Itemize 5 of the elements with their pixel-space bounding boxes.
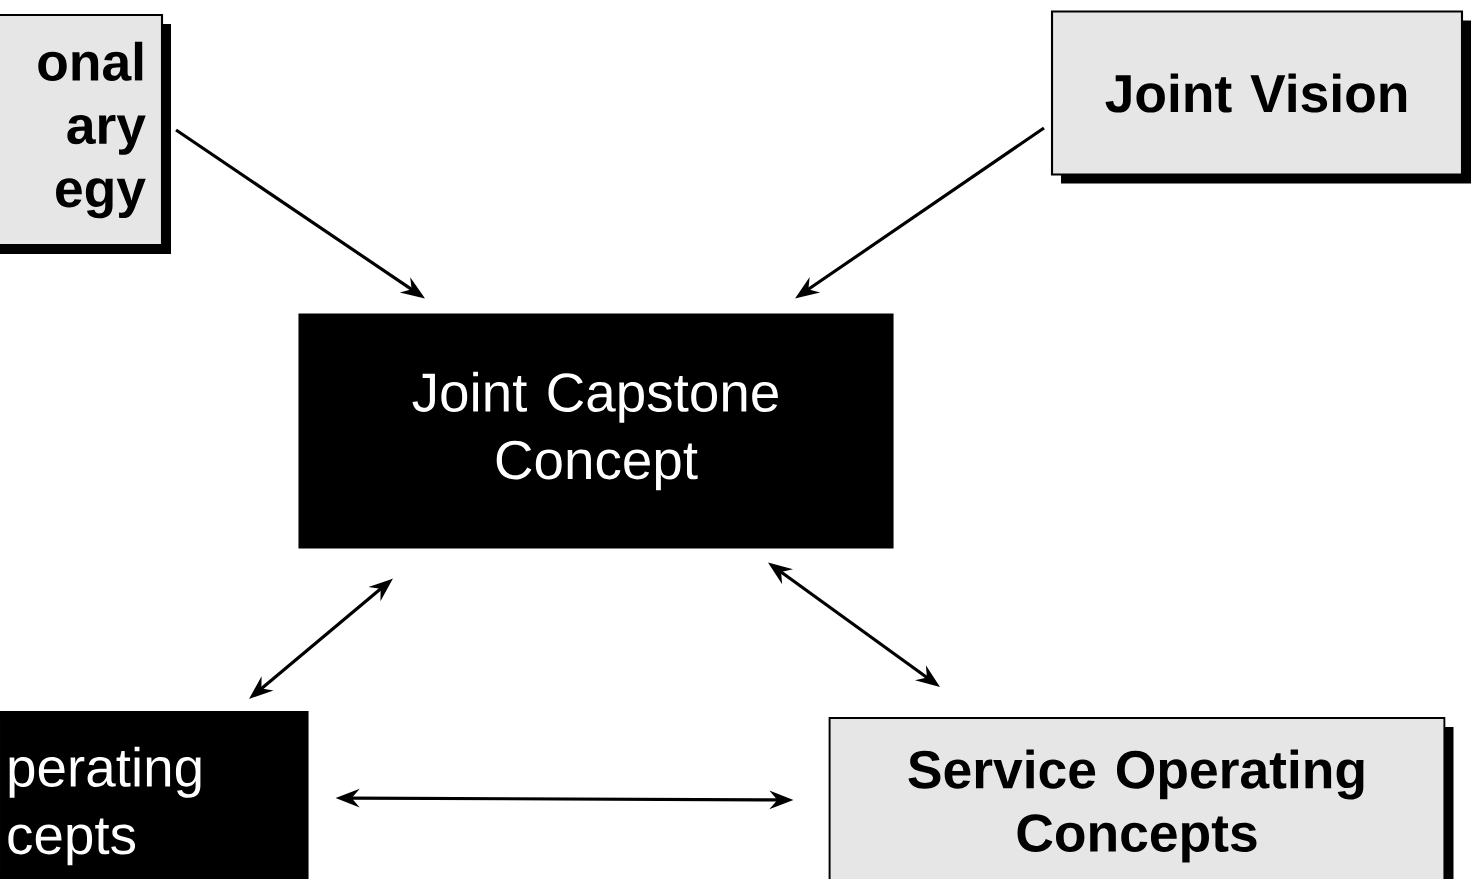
concept-box: onal ary egy bbox=[0, 13, 171, 254]
concept-box: Joint Vision bbox=[1050, 10, 1471, 184]
concept-box: perating cepts bbox=[0, 710, 309, 879]
concept-box: Joint Capstone Concept bbox=[298, 313, 894, 549]
concept-box: Service Operating Concepts bbox=[828, 716, 1454, 879]
